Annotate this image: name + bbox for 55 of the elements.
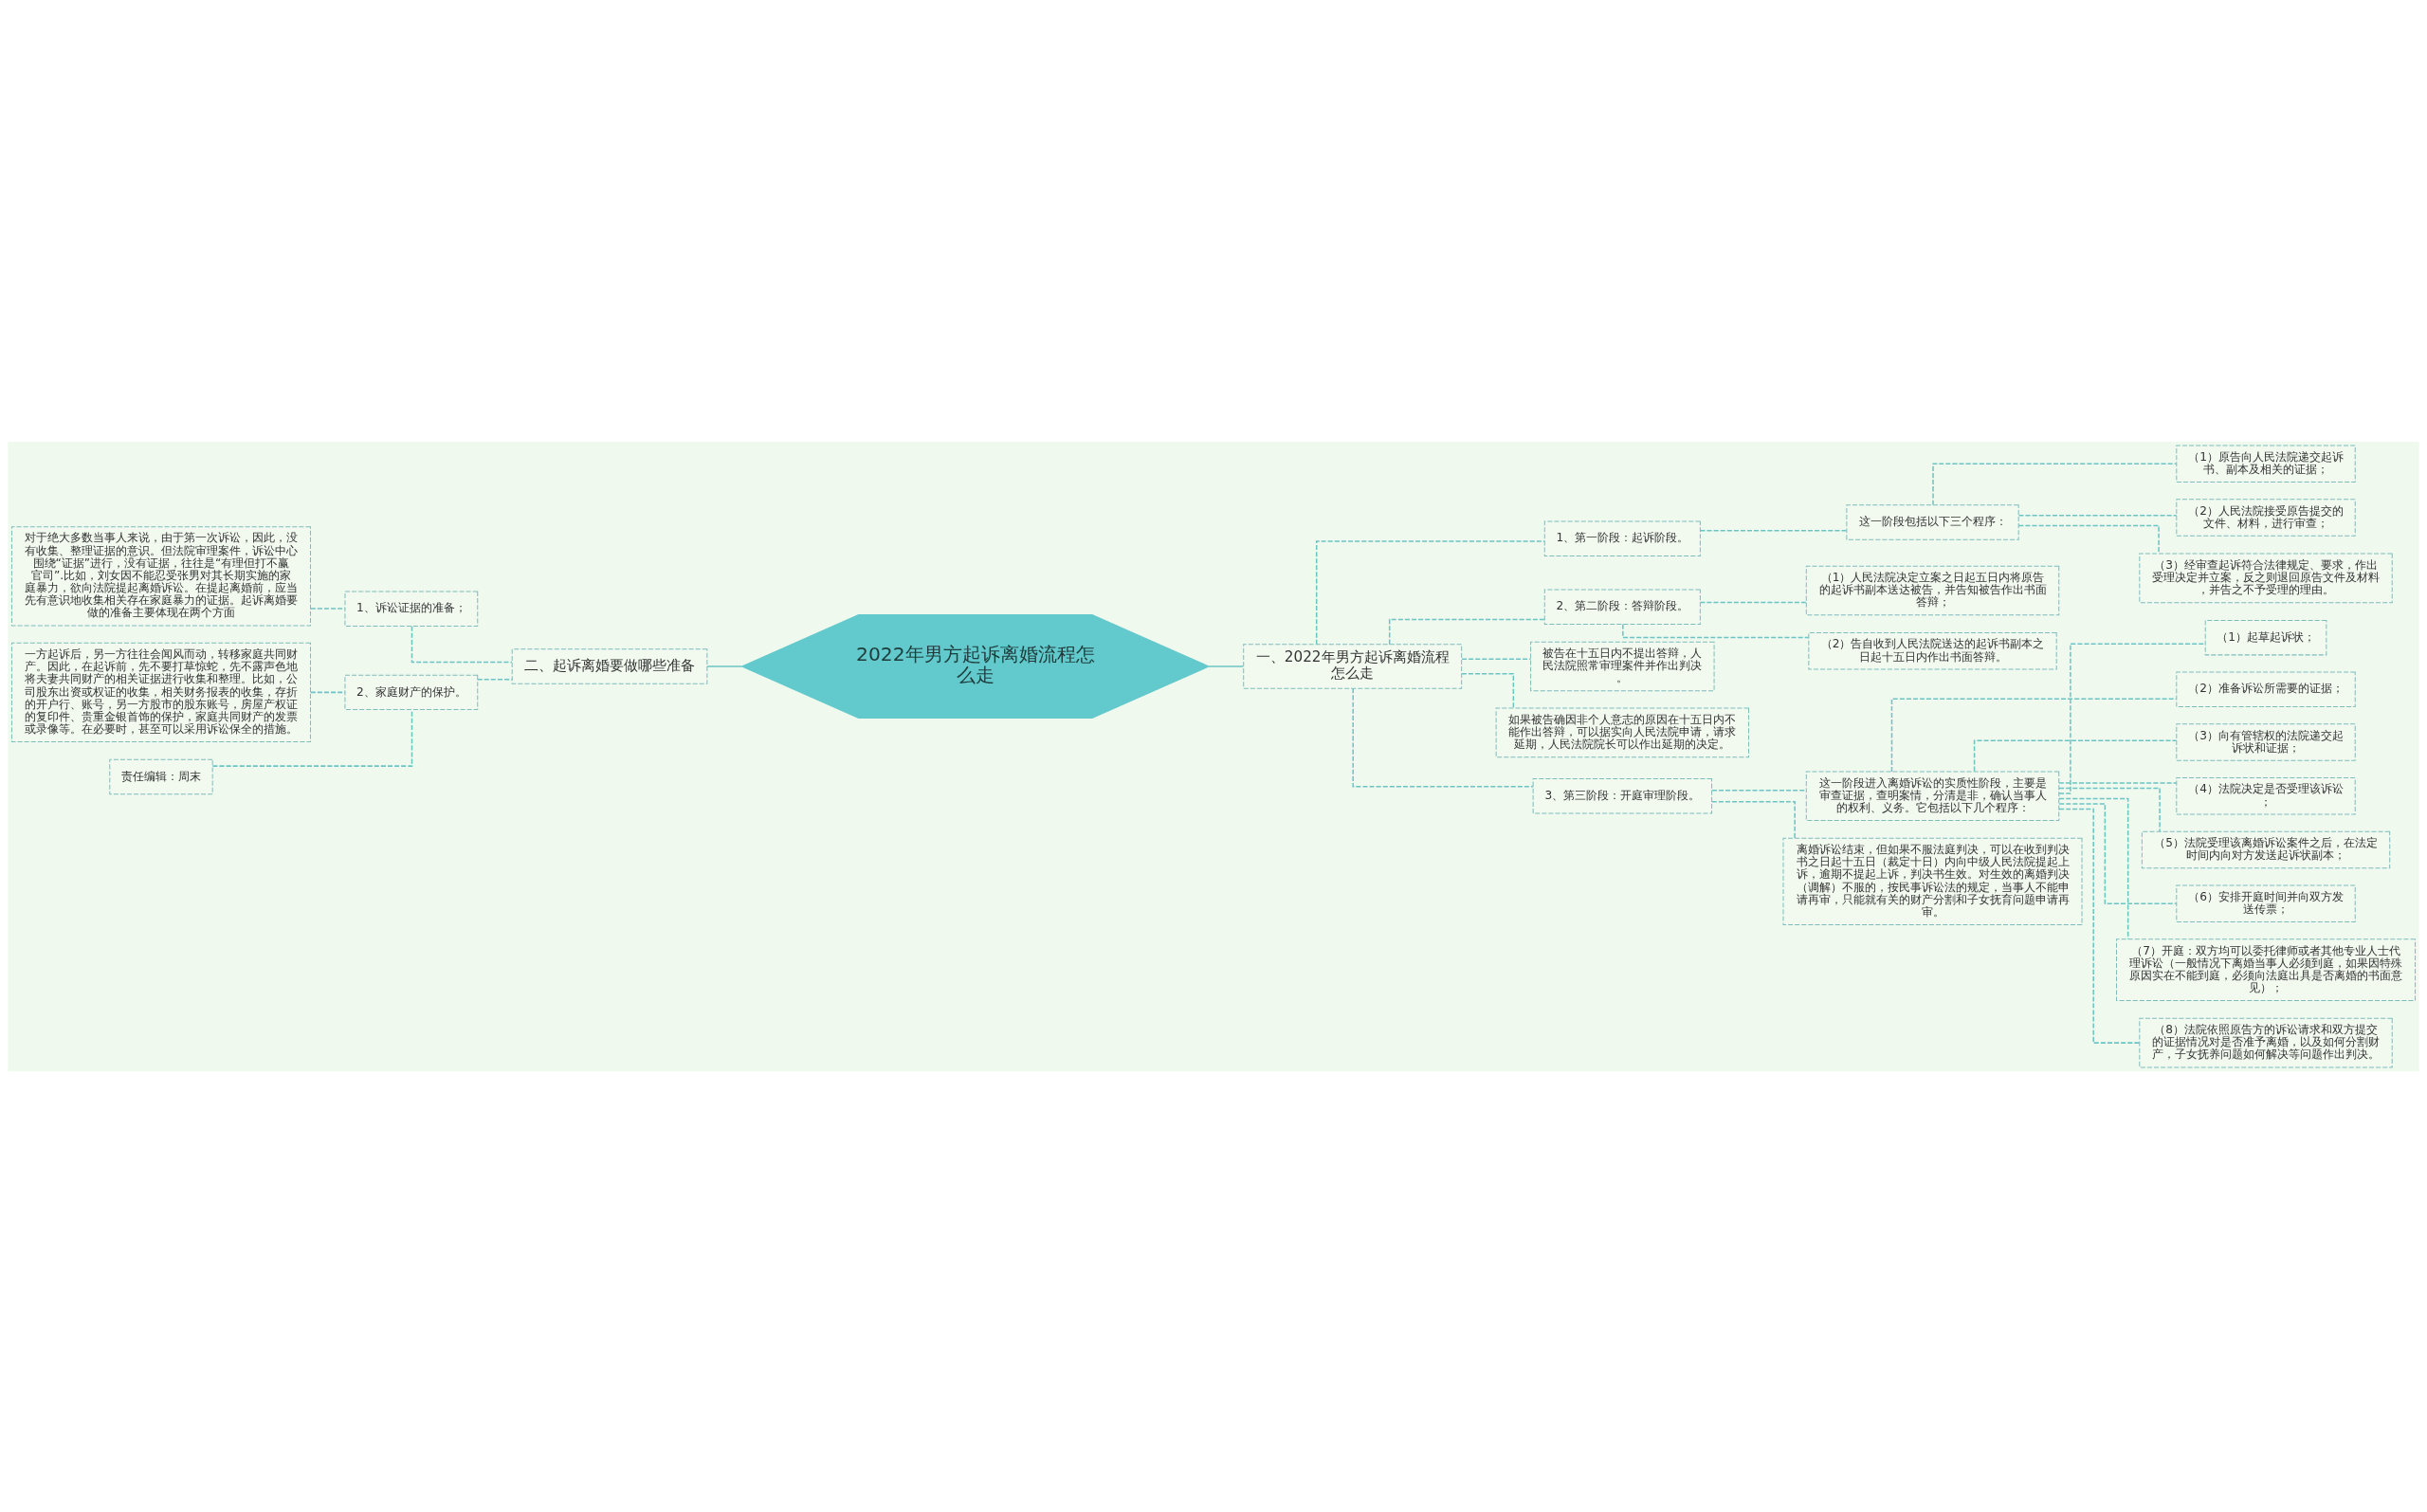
connector [1711,789,1807,791]
connector [1710,800,1796,839]
node-box: （6）安排开庭时间并向双方发送传票； [2176,884,2356,922]
connector [1388,618,1545,645]
node-box: （5）法院受理该离婚诉讼案件之后，在法定时间内向对方发送起诉状副本； [2141,830,2391,868]
connector [309,691,346,693]
connector [2058,802,2178,904]
node-box: （2）准备诉讼所需要的证据； [2176,671,2356,707]
node-box: （2）人民法院接受原告提交的文件、材料，进行审查； [2176,498,2356,537]
node-box: 一方起诉后，另一方往往会闻风而动，转移家庭共同财产。因此，在起诉前，先不要打草惊蛇，先不露声色地将夫妻共同财产的相关证据进行收集和整理。比如，公司股东出资或权证的收集，相关财务报表的收集，存折的开户行、账号，另一方股市的股东账号，房屋产权证的复印件、贵重金银首饰的保护，家庭共同财产的发票或录像等。在必要时，甚至可以采用诉讼保全的措施。 [10,642,311,742]
connector [411,625,513,663]
connector [2017,514,2178,516]
connector [1699,601,1807,603]
connector [2017,524,2160,555]
node-box: （3）经审查起诉符合法律规定、要求，作出受理决定并立案，反之则退回原告文件及材料，并告之不予受理的理由。 [2139,553,2393,603]
node-box: 责任编辑：周末 [109,758,213,794]
node-box: （1）人民法院决定立案之日起五日内将原告的起诉书副本送达被告，并告知被告作出书面答辩； [1805,565,2060,615]
connector [706,665,742,667]
node-box: 这一阶段进入离婚诉讼的实质性阶段，主要是审查证据，查明案情，分清是非，确认当事人的权利、义务。它包括以下几个程序： [1805,770,2060,821]
connector [1699,529,1848,531]
node-box: 二、起诉离婚要做哪些准备 [511,647,708,684]
node-box: 1、诉讼证据的准备； [344,591,479,627]
connector [1890,697,2178,773]
node-box: （7）开庭：双方均可以委托律师或者其他专业人士代理诉讼（一般情况下离婚当事人必须到庭，如果因特殊原因实在不能到庭，必须向法庭出具是否离婚的书面意见）； [2116,938,2417,1001]
node-box: （8）法院依照原告方的诉讼请求和双方提交的证据情况对是否准予离婚，以及如何分割财产，子女抚养问题如何解决等问题作出判决。 [2139,1017,2393,1067]
node-box: 3、第三阶段：开庭审理阶段。 [1532,777,1713,814]
connector [1208,665,1245,667]
connector [2058,787,2161,832]
connector [477,678,513,680]
node-box: （2）告自收到人民法院送达的起诉书副本之日起十五日内作出书面答辩。 [1808,631,2057,670]
node-box: 离婚诉讼结束，但如果不服法庭判决，可以在收到判决书之日起十五日（裁定十日）内向中级人民法院提起上诉，逾期不提起上诉，判决书生效。对生效的离婚判决（调解）不服的，按民事诉讼法的规定，当事人不能申请再审，只能就有关的财产分割和子女抚育问题申请再审。 [1782,837,2083,925]
node-box: 对于绝大多数当事人来说，由于第一次诉讼，因此，没有收集、整理证据的意识。但法院审理案件，诉讼中心围绕“证据”进行，没有证据，往往是“有理但打不赢官司”.比如，刘女因不能忍受张男对其长期实施的家庭暴力，欲向法院提起离婚诉讼。在提起离婚前，应当先有意识地收集相关存在家庭暴力的证据。起诉离婚要做的准备主要体现在两个方面 [10,525,311,626]
connector [1622,623,1810,638]
node-box: （3）向有管辖权的法院递交起诉状和证据； [2176,722,2356,761]
node-box: 2、家庭财产的保护。 [344,674,479,710]
node-box: 一、2022年男方起诉离婚流程怎么走 [1243,643,1463,689]
connector [309,607,346,610]
connector [1461,658,1532,660]
node-box: （1）原告向人民法院递交起诉书、副本及相关的证据； [2176,445,2356,483]
connector [1352,687,1534,787]
node-box: 2、第二阶段：答辩阶段。 [1543,589,1701,625]
connector [1973,739,2178,772]
connector [2058,642,2206,794]
node-box: 如果被告确因非个人意志的原因在十五日内不能作出答辩，可以据实向人民法院申请，请求延期，人民法院院长可以作出延期的决定。 [1495,707,1750,757]
connector [2058,797,2129,939]
node-box: 被告在十五日内不提出答辩，人民法院照常审理案件并作出判决。 [1530,641,1715,691]
connector [2058,808,2141,1044]
connector [1315,539,1545,645]
connector [2058,781,2178,784]
connector [1932,463,2178,505]
node-box: 1、第一阶段：起诉阶段。 [1543,520,1701,556]
node-box: （1）起草起诉状； [2204,619,2327,655]
connector [1461,672,1515,709]
node-box: （4）法院决定是否受理该诉讼； [2176,776,2356,815]
node-box: 这一阶段包括以下三个程序： [1846,503,2019,540]
